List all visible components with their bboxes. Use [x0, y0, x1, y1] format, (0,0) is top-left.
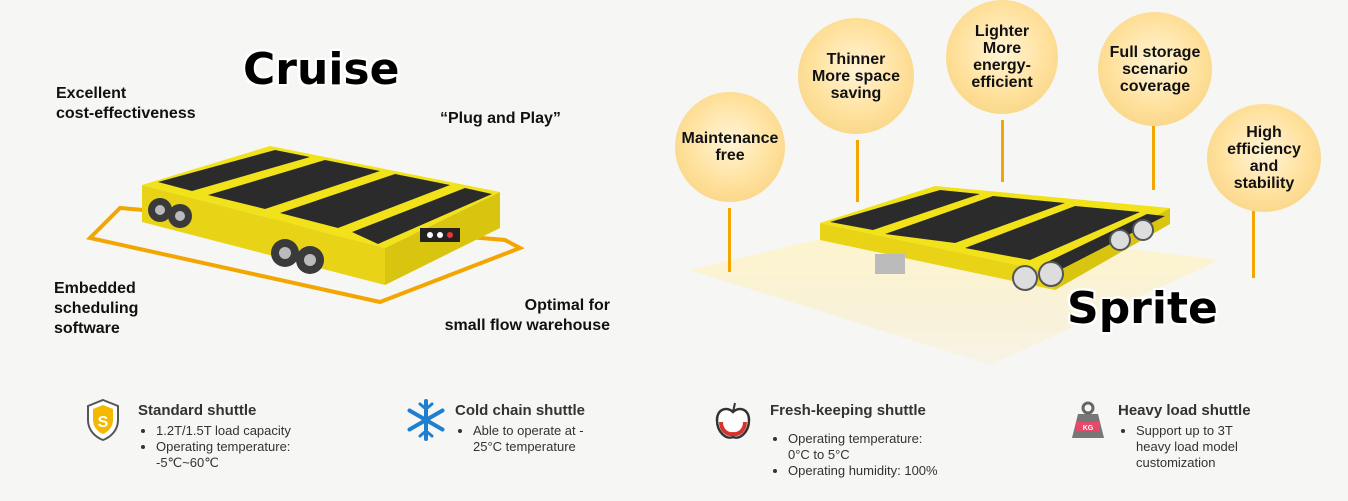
- bubble-stem: [1152, 125, 1155, 190]
- svg-text:S: S: [98, 414, 109, 431]
- feature-scheduling-software: Embedded scheduling software: [54, 280, 139, 337]
- category-bullet: Operating temperature: -5℃~60℃: [156, 439, 328, 471]
- sprite-title: Sprite: [1067, 283, 1218, 334]
- category-bullet: 1.2T/1.5T load capacity: [156, 423, 328, 439]
- apple-icon: [715, 402, 751, 439]
- category-heavy-load-shuttle: Heavy load shuttle Support up to 3T heav…: [1118, 402, 1288, 471]
- shield-s-icon: S: [87, 398, 119, 442]
- bubble-stem: [728, 208, 731, 272]
- category-bullet: Able to operate at - 25°C temperature: [473, 423, 615, 455]
- category-title: Fresh-keeping shuttle: [770, 402, 926, 419]
- category-bullet: Operating temperature: 0°C to 5°C: [788, 431, 970, 463]
- category-title: Standard shuttle: [138, 402, 257, 419]
- sprite-shuttle-image: [820, 186, 1170, 291]
- category-title: Heavy load shuttle: [1118, 402, 1251, 419]
- category-cold-chain-shuttle: Cold chain shuttle Able to operate at - …: [455, 402, 615, 455]
- kg-weight-icon: KG: [1072, 401, 1104, 438]
- bubble-stem: [1252, 210, 1255, 278]
- feature-plug-and-play: “Plug and Play”: [440, 110, 561, 127]
- cruise-body-front: [142, 185, 385, 285]
- category-bullet: Operating humidity: 100%: [788, 463, 970, 479]
- feature-optimal-small-flow: Optimal for small flow warehouse: [444, 297, 610, 334]
- bubble-stem: [1001, 120, 1004, 182]
- cruise-shuttle-image: [86, 146, 525, 305]
- category-title: Cold chain shuttle: [455, 402, 586, 419]
- category-fresh-keeping-shuttle: Fresh-keeping shuttle Operating temperat…: [770, 402, 970, 479]
- snowflake-icon: [407, 399, 445, 441]
- sprite-body-front: [820, 223, 1055, 290]
- category-standard-shuttle: Standard shuttle 1.2T/1.5T load capacity…: [138, 402, 328, 471]
- cruise-title: Cruise: [243, 44, 400, 95]
- category-bullet: Support up to 3T heavy load model custom…: [1136, 423, 1288, 471]
- bubble-stem: [856, 140, 859, 202]
- svg-text:KG: KG: [1083, 425, 1094, 432]
- feature-cost-effectiveness: Excellent cost-effectiveness: [56, 85, 196, 122]
